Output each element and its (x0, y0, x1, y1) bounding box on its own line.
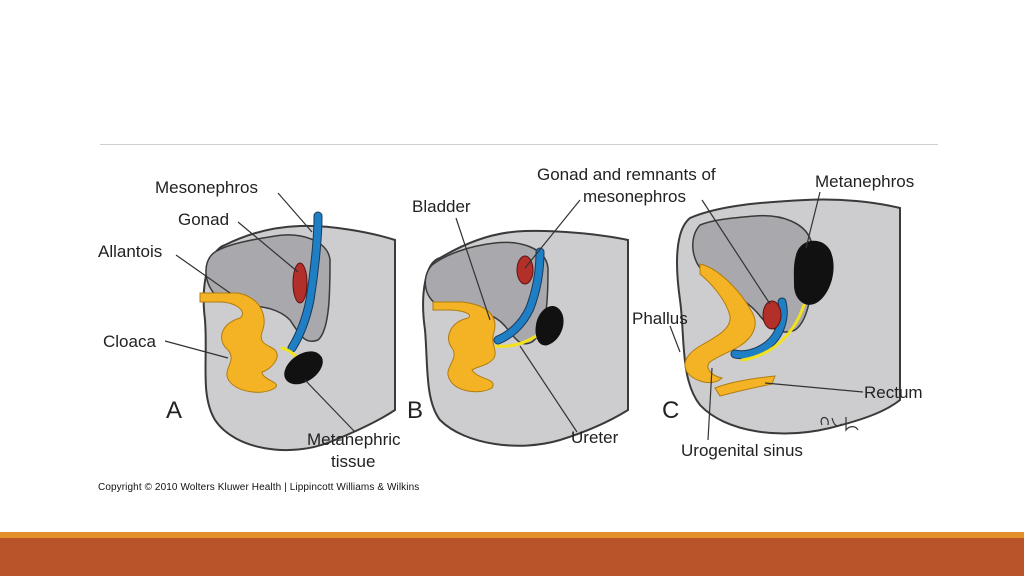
panel-a-letter: A (166, 397, 182, 424)
label-ureter: Ureter (571, 428, 619, 447)
panel-a-gonad (292, 262, 308, 304)
panel-a-mesonephros (288, 212, 322, 352)
label-metanephric-tissue-line1: Metanephric (307, 430, 401, 449)
panel-b-letter: B (407, 397, 423, 424)
panel-c-gonad (762, 300, 782, 330)
label-gonad: Gonad (178, 210, 229, 229)
label-allantois: Allantois (98, 242, 162, 261)
label-urogenital-sinus: Urogenital sinus (681, 441, 803, 460)
signature-mark (820, 416, 859, 432)
panel-c-letter: C (662, 397, 679, 424)
label-metanephric-tissue-line2: tissue (331, 452, 375, 471)
panel-b: Bladder Gonad and remnants of mesonephro… (407, 165, 716, 447)
panel-b-metanephros (535, 305, 564, 346)
panel-c-urogenital-sinus (684, 263, 756, 383)
panel-a-cloaca (199, 292, 278, 393)
label-gonad-remnants-line2: mesonephros (583, 187, 686, 206)
label-gonad-remnants-line1: Gonad and remnants of (537, 165, 716, 184)
label-bladder: Bladder (412, 197, 471, 216)
footer-bar (0, 538, 1024, 576)
panel-b-bladder (432, 301, 496, 393)
label-metanephros: Metanephros (815, 172, 914, 191)
copyright-notice: Copyright © 2010 Wolters Kluwer Health |… (98, 482, 420, 493)
footer-accent-stripe (0, 532, 1024, 538)
label-rectum: Rectum (864, 383, 923, 402)
label-phallus: Phallus (632, 309, 688, 328)
panel-c-mesonephric-duct (731, 298, 787, 359)
panel-c-metanephros (793, 240, 834, 305)
panel-b-mesonephros-remnant (494, 248, 544, 344)
panel-a-metanephric-tissue (284, 351, 323, 385)
title-divider (100, 144, 938, 145)
panel-c: Metanephros Phallus Rectum Urogenital si… (632, 172, 923, 460)
panel-a: Mesonephros Gonad Allantois Cloaca Metan… (98, 178, 401, 471)
label-cloaca: Cloaca (103, 332, 156, 351)
label-mesonephros: Mesonephros (155, 178, 258, 197)
